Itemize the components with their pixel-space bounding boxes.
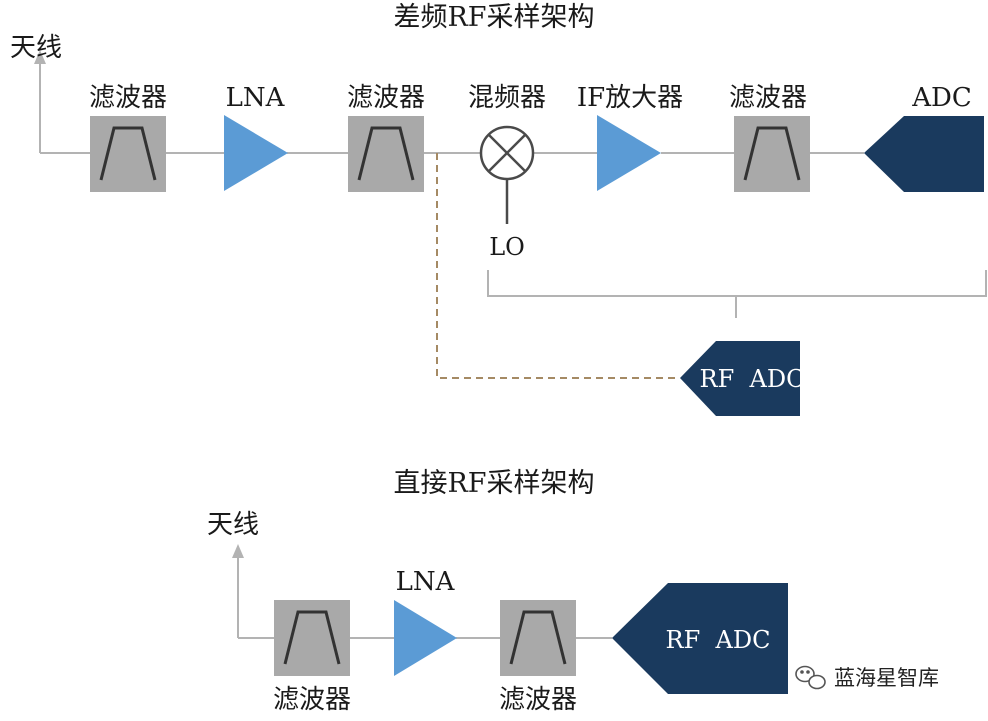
heterodyne-filter2-label: 滤波器 bbox=[347, 83, 425, 113]
direct-antenna-label: 天线 bbox=[207, 510, 259, 540]
direct-antenna-arrow-icon bbox=[232, 544, 244, 638]
direct-title: 直接RF采样架构 bbox=[393, 468, 594, 499]
heterodyne-filter1-label: 滤波器 bbox=[89, 83, 167, 113]
heterodyne-if-amplifier-icon bbox=[597, 115, 661, 191]
heterodyne-rf-adc-label: RF ADC bbox=[700, 365, 805, 393]
direct-lna-amplifier-icon bbox=[394, 600, 457, 676]
direct-filter2-icon bbox=[500, 600, 576, 676]
heterodyne-rf-adc-icon bbox=[680, 341, 800, 416]
heterodyne-bracket bbox=[487, 270, 987, 318]
heterodyne-mixer-icon bbox=[479, 125, 535, 224]
heterodyne-if-amp-label: IF放大器 bbox=[577, 83, 683, 113]
direct-filter1-label: 滤波器 bbox=[273, 685, 351, 715]
wechat-icon bbox=[795, 665, 826, 690]
heterodyne-filter1-icon bbox=[90, 116, 166, 192]
direct-rf-adc-icon bbox=[612, 583, 788, 694]
direct-lna-label: LNA bbox=[396, 567, 456, 597]
heterodyne-lo-label: LO bbox=[489, 233, 525, 261]
heterodyne-lna-amplifier-icon bbox=[224, 115, 288, 191]
heterodyne-title: 差频RF采样架构 bbox=[393, 2, 594, 33]
direct-filter2-label: 滤波器 bbox=[499, 685, 577, 715]
heterodyne-dashed-path bbox=[436, 153, 680, 379]
heterodyne-filter2-icon bbox=[348, 116, 424, 192]
heterodyne-adc-icon bbox=[864, 116, 984, 192]
heterodyne-filter3-label: 滤波器 bbox=[729, 83, 807, 113]
heterodyne-lna-label: LNA bbox=[226, 83, 286, 113]
watermark-text: 蓝海星智库 bbox=[834, 666, 939, 690]
heterodyne-mixer-label: 混频器 bbox=[468, 83, 546, 113]
heterodyne-antenna-arrow-icon bbox=[34, 50, 46, 153]
heterodyne-filter3-icon bbox=[734, 116, 810, 192]
heterodyne-adc-label: ADC bbox=[911, 83, 972, 113]
heterodyne-antenna-label: 天线 bbox=[10, 33, 62, 63]
direct-filter1-icon bbox=[274, 600, 350, 676]
direct-rf-adc-label: RF ADC bbox=[666, 626, 771, 654]
